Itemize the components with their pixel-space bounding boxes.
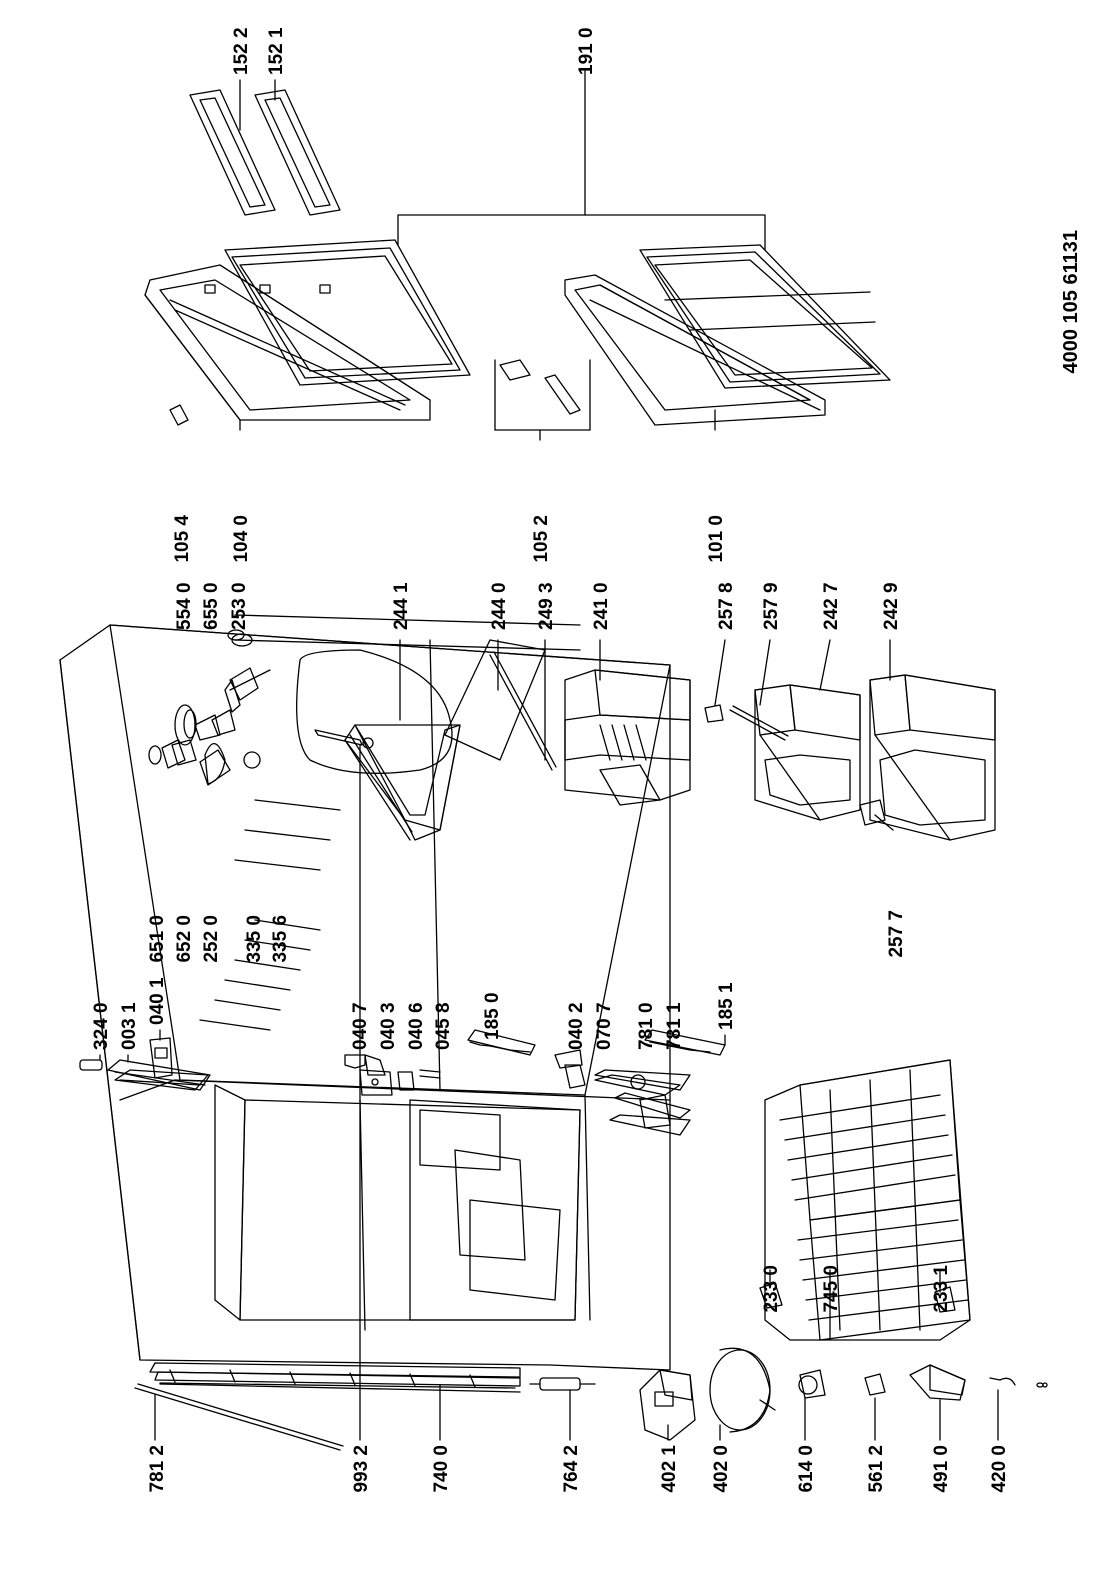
label-152-1: 152 1 xyxy=(266,27,287,75)
label-561-2: 561 2 xyxy=(866,1445,887,1493)
label-614-0: 614 0 xyxy=(796,1445,817,1493)
label-244-0: 244 0 xyxy=(489,582,510,630)
cabinet-drawing xyxy=(60,615,690,1450)
label-253-0: 253 0 xyxy=(229,582,250,630)
label-740-0: 740 0 xyxy=(431,1445,452,1493)
control-parts-drawing xyxy=(149,630,260,785)
shelves-drawers-drawing xyxy=(345,640,995,840)
label-152-2: 152 2 xyxy=(231,27,252,75)
label-241-0: 241 0 xyxy=(591,582,612,630)
label-781-2: 781 2 xyxy=(147,1445,168,1493)
doors-drawing xyxy=(145,70,890,430)
label-249-3: 249 3 xyxy=(536,582,557,630)
compressor-parts-drawing xyxy=(640,1348,1047,1440)
wire-shelves-drawing xyxy=(760,1060,970,1340)
label-070-7: 070 7 xyxy=(594,1002,615,1050)
label-655-0: 655 0 xyxy=(201,582,222,630)
label-045-8: 045 8 xyxy=(433,1002,454,1050)
label-420-0: 420 0 xyxy=(989,1445,1010,1493)
label-003-1: 003 1 xyxy=(119,1002,140,1050)
label-335-0: 335 0 xyxy=(244,915,265,963)
part-labels: 781 2 993 2 740 0 764 2 402 1 402 0 614 … xyxy=(91,27,1082,1493)
label-185-1: 185 1 xyxy=(716,982,737,1030)
label-105-4: 105 4 xyxy=(172,515,193,563)
label-257-9: 257 9 xyxy=(761,582,782,630)
label-233-1: 233 1 xyxy=(931,1265,952,1313)
label-335-6: 335 6 xyxy=(270,915,291,963)
label-402-0: 402 0 xyxy=(711,1445,732,1493)
label-554-0: 554 0 xyxy=(174,582,195,630)
label-233-0: 233 0 xyxy=(761,1265,782,1313)
label-993-2: 993 2 xyxy=(351,1445,372,1493)
label-781-0: 781 0 xyxy=(636,1002,657,1050)
label-040-1: 040 1 xyxy=(147,977,168,1025)
label-242-9: 242 9 xyxy=(881,582,902,630)
label-040-7: 040 7 xyxy=(350,1002,371,1050)
label-040-2: 040 2 xyxy=(566,1002,587,1050)
label-257-8: 257 8 xyxy=(716,582,737,630)
label-257-7: 257 7 xyxy=(886,910,907,958)
label-651-0: 651 0 xyxy=(147,915,168,963)
label-491-0: 491 0 xyxy=(931,1445,952,1493)
document-number: 4000 105 61131 xyxy=(1060,230,1082,374)
label-781-1: 781 1 xyxy=(664,1002,685,1050)
label-402-1: 402 1 xyxy=(659,1445,680,1493)
label-745-0: 745 0 xyxy=(821,1265,842,1313)
label-242-7: 242 7 xyxy=(821,582,842,630)
leader-lines xyxy=(100,80,998,1440)
hardware-drawing xyxy=(80,1030,725,1128)
label-040-3: 040 3 xyxy=(378,1002,399,1050)
label-185-0: 185 0 xyxy=(482,992,503,1040)
label-191-0: 191 0 xyxy=(576,27,597,75)
label-105-2: 105 2 xyxy=(531,515,552,563)
label-764-2: 764 2 xyxy=(561,1445,582,1493)
label-101-0: 101 0 xyxy=(706,515,727,563)
label-324-0: 324 0 xyxy=(91,1002,112,1050)
label-040-6: 040 6 xyxy=(406,1002,427,1050)
parts-drawing xyxy=(60,70,1047,1450)
label-104-0: 104 0 xyxy=(231,515,252,563)
label-244-1: 244 1 xyxy=(391,582,412,630)
label-652-0: 652 0 xyxy=(174,915,195,963)
label-252-0: 252 0 xyxy=(201,915,222,963)
